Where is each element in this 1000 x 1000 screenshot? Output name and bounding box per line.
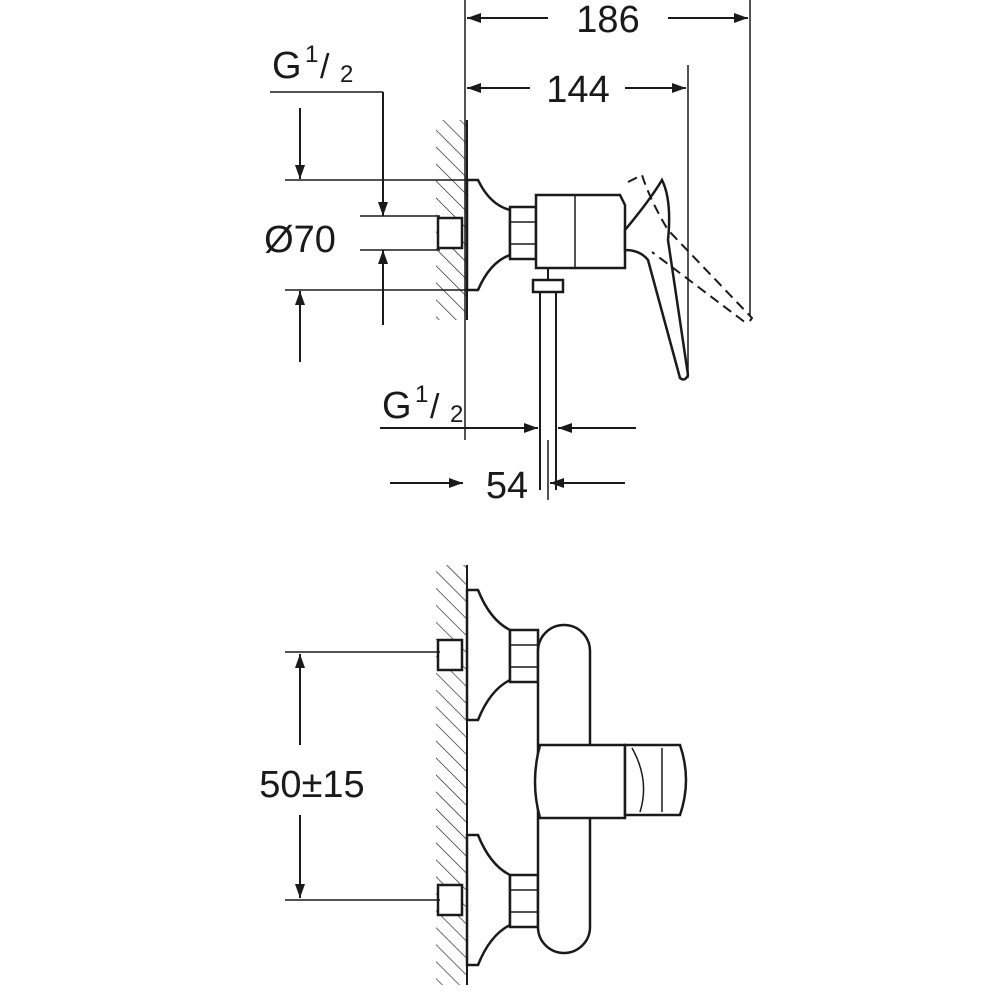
- svg-text:G: G: [272, 45, 302, 87]
- outlet-nut: [531, 278, 565, 294]
- escutcheon: [465, 178, 512, 292]
- escutcheon-bottom: [465, 833, 512, 967]
- wall-hatching-front: [436, 565, 467, 985]
- escutcheon-top: [465, 588, 512, 722]
- dim-inlet-thread: G 1 / 2: [272, 41, 353, 88]
- dim-144: 144: [546, 69, 609, 111]
- dim-diameter-70: Ø70: [264, 219, 336, 261]
- svg-text:1: 1: [415, 381, 428, 408]
- dim-54: 54: [486, 465, 528, 507]
- front-view: 50±15: [259, 565, 688, 985]
- hex-nut: [508, 205, 538, 261]
- svg-text:2: 2: [340, 61, 353, 88]
- dim-186: 186: [576, 0, 639, 41]
- side-view: 186 144 G 1 / 2 Ø70 G 1 / 2: [264, 0, 754, 507]
- svg-text:/: /: [430, 388, 440, 426]
- inlet-connector-top: [436, 638, 464, 672]
- hex-nut-bottom: [508, 873, 540, 929]
- svg-text:1: 1: [305, 41, 318, 68]
- svg-text:2: 2: [450, 401, 463, 428]
- hex-nut-top: [508, 628, 540, 684]
- lever-hub: [623, 743, 688, 817]
- inlet-connector-bottom: [436, 883, 464, 917]
- dim-outlet-thread: G 1 / 2: [382, 381, 463, 428]
- mixer-body: [534, 193, 627, 270]
- svg-text:/: /: [320, 48, 330, 86]
- lever-alt-position: [627, 173, 754, 324]
- dim-50-15: 50±15: [259, 764, 364, 806]
- svg-text:G: G: [382, 385, 412, 427]
- cartridge-housing: [533, 743, 627, 820]
- inlet-connector: [436, 216, 464, 250]
